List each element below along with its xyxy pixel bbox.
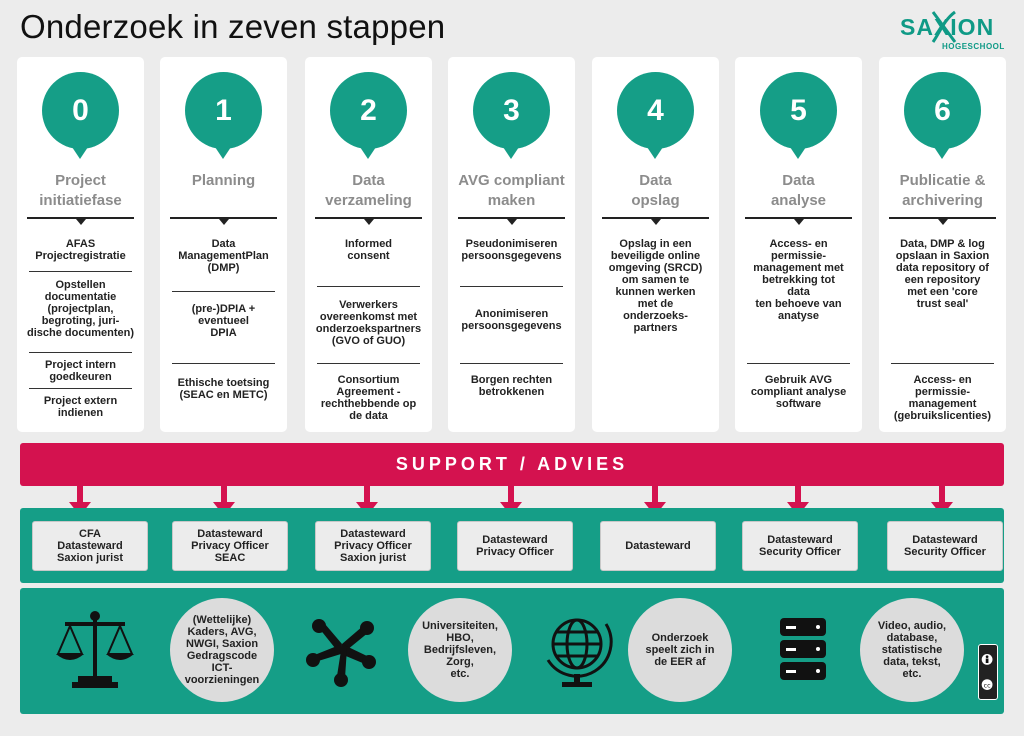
step-item: Data ManagementPlan (DMP) — [178, 238, 269, 274]
step-item: Verwerkers overeenkomst met onderzoekspa… — [315, 299, 422, 347]
eer-region-circle: Onderzoek speelt zich in de EER af — [628, 598, 732, 702]
support-label: SUPPORT / ADVIES — [395, 454, 629, 474]
step-number: 1 — [215, 93, 232, 127]
globe-icon — [546, 618, 613, 687]
step-divider — [29, 271, 132, 272]
step-item: Gebruik AVG compliant analyse software — [750, 374, 847, 410]
role-box: Datasteward — [600, 521, 716, 571]
partners-circle: Universiteiten, HBO, Bedrijfsleven, Zorg… — [408, 598, 512, 702]
step-title: Data opslag — [631, 172, 680, 209]
step-divider — [29, 388, 132, 389]
step-number: 0 — [72, 93, 89, 127]
step-title: Publicatie & archivering — [899, 172, 986, 209]
step-divider — [29, 352, 132, 353]
step-item: Access- en permissie- management (gebrui… — [893, 374, 992, 422]
step-number: 4 — [647, 93, 664, 127]
step-arrow — [602, 217, 709, 225]
step-title: Data analyse — [770, 172, 827, 209]
step-item: AFAS Projectregistratie — [35, 238, 126, 262]
step-title: AVG compliant maken — [458, 172, 565, 209]
step-divider — [172, 363, 275, 364]
step-divider — [172, 291, 275, 292]
step-item: Project intern goedkeuren — [45, 359, 116, 383]
scales-of-justice-icon — [56, 611, 134, 688]
role-box: Datasteward Privacy Officer Saxion juris… — [315, 521, 431, 571]
step-divider — [891, 363, 994, 364]
logo-sub: HOGESCHOOL — [942, 42, 1005, 51]
step-arrow — [745, 217, 852, 225]
step-item: Ethische toetsing (SEAC en METC) — [177, 377, 270, 401]
step-item: Access- en permissie- management met bet… — [753, 238, 844, 322]
step-arrow — [27, 217, 134, 225]
role-box: Datasteward Security Officer — [742, 521, 858, 571]
step-number: 2 — [360, 93, 377, 127]
info-band: (Wettelijke) Kaders, AVG, NWGI, Saxion G… — [20, 588, 1004, 714]
step-divider — [317, 286, 420, 287]
step-number-badge: 5 — [760, 72, 837, 159]
step-number-badge: 6 — [904, 72, 981, 159]
step-item: Data, DMP & log opslaan in Saxion data r… — [895, 238, 990, 310]
role-box: Datasteward Security Officer — [887, 521, 1003, 571]
step-number: 3 — [503, 93, 520, 127]
step-arrow — [458, 217, 565, 225]
step-arrow — [315, 217, 422, 225]
support-banner: SUPPORT / ADVIES — [20, 443, 1004, 486]
step-item: Informed consent — [344, 238, 393, 262]
step-number-badge: 2 — [330, 72, 407, 159]
step-item: Opslag in een beveiligde online omgeving… — [608, 238, 703, 334]
role-box: Datasteward Privacy Officer SEAC — [172, 521, 288, 571]
step-title: Data verzameling — [325, 172, 412, 209]
page-title: Onderzoek in zeven stappen — [20, 8, 446, 45]
step-number: 6 — [934, 93, 951, 127]
step-item: Consortium Agreement - rechthebbende op … — [320, 374, 417, 422]
cc-by-icon: cc — [981, 654, 993, 690]
step-title: Planning — [191, 172, 256, 189]
step-number-badge: 4 — [617, 72, 694, 159]
creative-commons-icon: cc — [978, 644, 998, 700]
step-divider — [747, 363, 850, 364]
step-divider — [317, 363, 420, 364]
step-number-badge: 1 — [185, 72, 262, 159]
data-types-circle: Video, audio, database, statistische dat… — [860, 598, 964, 702]
database-icon — [780, 618, 826, 680]
step-number-badge: 3 — [473, 72, 550, 159]
step-title: Project initiatiefase — [39, 172, 122, 209]
roles-band: CFA Datasteward Saxion jurist Datasteward… — [20, 508, 1004, 583]
step-item: Anonimiseren persoonsgegevens — [461, 308, 562, 332]
logo-x-mark-icon — [931, 10, 957, 43]
step-arrow — [889, 217, 996, 225]
saxion-logo: SAXION HOGESCHOOL — [900, 10, 1010, 54]
step-item: Project extern indienen — [43, 395, 118, 419]
step-item: (pre-)DPIA + eventueel DPIA — [191, 303, 256, 339]
step-item: Pseudonimiseren persoonsgegevens — [461, 238, 562, 262]
step-number: 5 — [790, 93, 807, 127]
step-item: Opstellen documentatie (projectplan, beg… — [27, 279, 134, 339]
legal-framework-circle: (Wettelijke) Kaders, AVG, NWGI, Saxion G… — [170, 598, 274, 702]
svg-text:cc: cc — [984, 682, 991, 689]
step-arrow — [170, 217, 277, 225]
step-divider — [460, 363, 563, 364]
role-box: Datasteward Privacy Officer — [457, 521, 573, 571]
step-divider — [460, 286, 563, 287]
role-box: CFA Datasteward Saxion jurist — [32, 521, 148, 571]
step-number-badge: 0 — [42, 72, 119, 159]
collaboration-hands-icon — [306, 619, 376, 687]
step-item: Borgen rechten betrokkenen — [470, 374, 553, 398]
